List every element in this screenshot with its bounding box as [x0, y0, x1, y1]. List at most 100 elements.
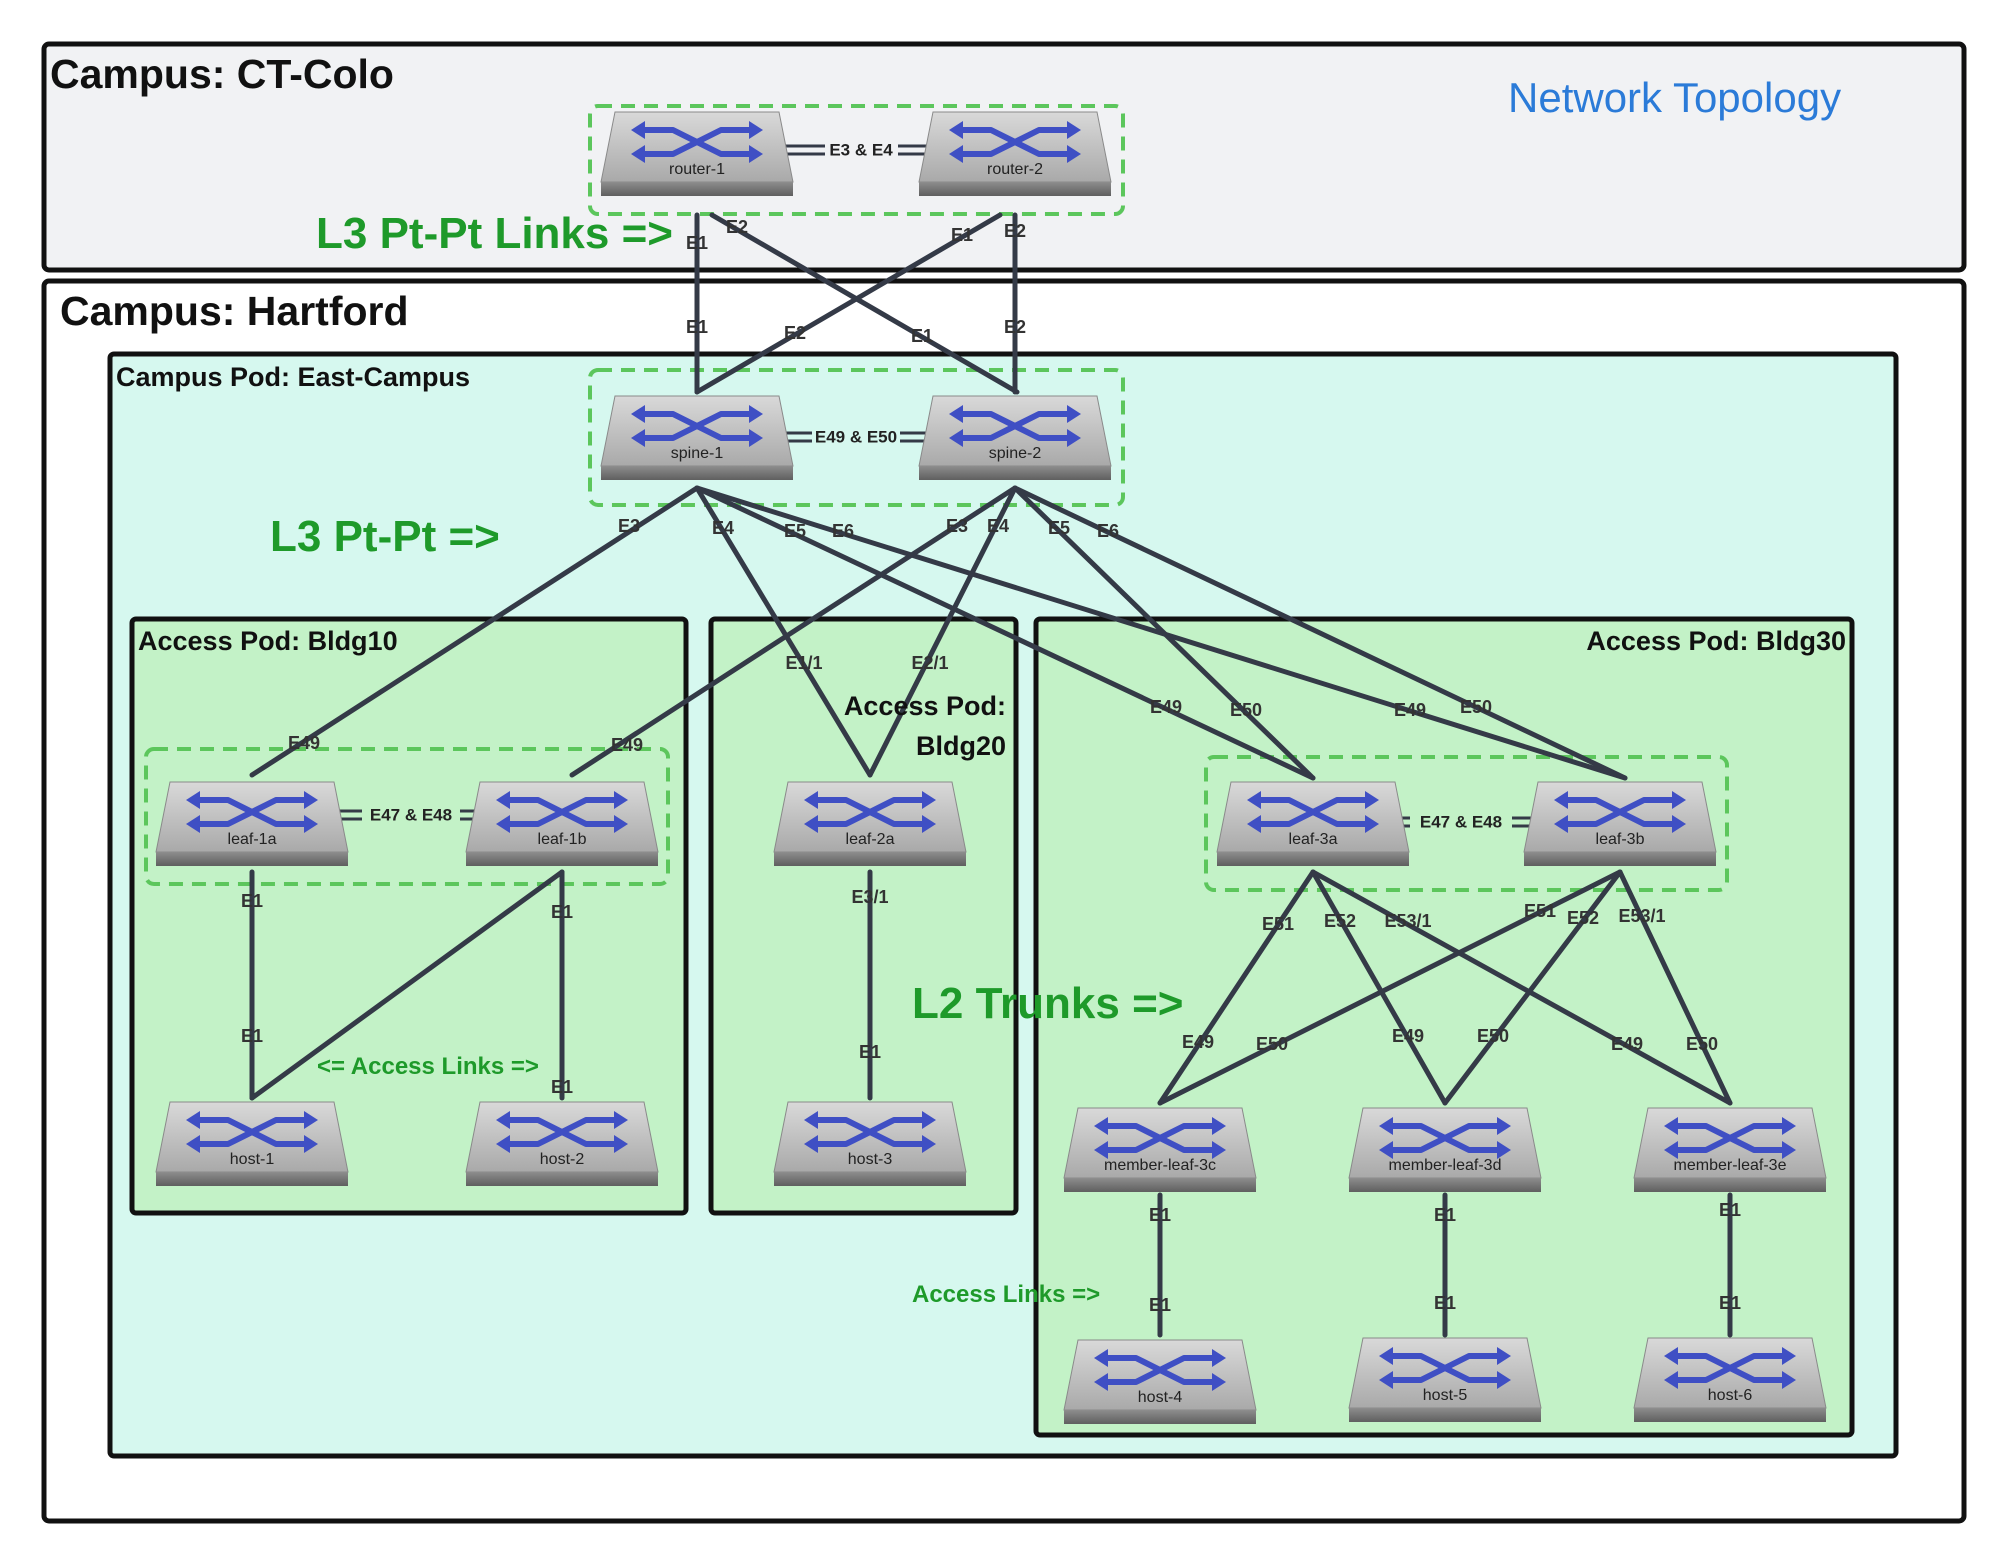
router-2[interactable]: router-2: [919, 112, 1111, 196]
port-label: E1: [241, 1026, 263, 1046]
link-l3a-m3d: [1310, 869, 1448, 1106]
access-pod-bldg10-box: [129, 616, 689, 1216]
port-label: E4: [987, 516, 1009, 536]
host-4-label: host-4: [1138, 1389, 1183, 1406]
host-5[interactable]: host-5: [1349, 1338, 1541, 1422]
leaf-2a-label: leaf-2a: [846, 831, 895, 848]
port-label: E49: [1392, 1026, 1424, 1046]
port-label: E49: [1611, 1034, 1643, 1054]
port-label: E1: [1719, 1293, 1741, 1313]
port-label: E2: [1004, 317, 1026, 337]
campus-hartford-title: Campus: Hartford: [60, 288, 409, 334]
member-leaf-3c[interactable]: member-leaf-3c: [1064, 1108, 1256, 1192]
port-label: E3/1: [851, 887, 888, 907]
link-s1-l2a: [694, 485, 873, 778]
port-label: E1: [1149, 1205, 1171, 1225]
host-6[interactable]: host-6: [1634, 1338, 1826, 1422]
leaf-1a-label: leaf-1a: [228, 831, 277, 848]
link-s1-l1a: [249, 485, 700, 778]
leaf-3b-label: leaf-3b: [1596, 831, 1645, 848]
port-label: E1: [1719, 1200, 1741, 1220]
member-leaf-3e[interactable]: member-leaf-3e: [1634, 1108, 1826, 1192]
host-1[interactable]: host-1: [156, 1102, 348, 1186]
port-label: E2: [726, 217, 748, 237]
link-l3b-m3c: [1157, 869, 1623, 1106]
port-label: E50: [1686, 1034, 1718, 1054]
access-pod-bldg10-title: Access Pod: Bldg10: [138, 626, 398, 656]
spine-2-label: spine-2: [989, 445, 1042, 462]
router-2-label: router-2: [987, 161, 1043, 178]
leaf-1b[interactable]: leaf-1b: [466, 782, 658, 866]
port-label: E50: [1230, 700, 1262, 720]
campus-colo-title: Campus: CT-Colo: [50, 51, 394, 97]
port-label: E4: [712, 518, 734, 538]
link-l3a-m3c: [1157, 869, 1316, 1106]
port-label: E50: [1477, 1026, 1509, 1046]
spine-1[interactable]: spine-1: [601, 396, 793, 480]
port-label: E5: [784, 521, 806, 541]
member-leaf-3d[interactable]: member-leaf-3d: [1349, 1108, 1541, 1192]
peer-link-labels: E3 & E4 E49 & E50 E47 & E48 E47 & E48: [370, 140, 1502, 831]
port-label: E1: [686, 233, 708, 253]
access-pod-bldg20-title-1: Access Pod:: [844, 691, 1006, 721]
leaf-1a[interactable]: leaf-1a: [156, 782, 348, 866]
note-l3-pt-pt: L3 Pt-Pt =>: [270, 512, 500, 561]
port-label: E50: [1256, 1034, 1288, 1054]
port-label: E51: [1262, 914, 1294, 934]
link-s2-l3b: [1012, 485, 1628, 781]
port-label: E2/1: [911, 653, 948, 673]
link-s2-l2a: [867, 485, 1018, 778]
peer-label-leaf1: E47 & E48: [370, 805, 452, 824]
member-leaf-3d-label: member-leaf-3d: [1389, 1157, 1502, 1174]
link-r1-s2: [709, 212, 1020, 395]
spine-1-label: spine-1: [671, 445, 724, 462]
link-l3b-m3e: [1617, 869, 1733, 1106]
link-l1b-h1: [249, 869, 565, 1101]
port-label: E51: [1524, 901, 1556, 921]
port-label: E1: [951, 225, 973, 245]
campus-pod-east-title: Campus Pod: East-Campus: [116, 362, 470, 392]
leaf-2a[interactable]: leaf-2a: [774, 782, 966, 866]
host-6-label: host-6: [1708, 1387, 1753, 1404]
access-pod-bldg20-box: [708, 616, 1019, 1216]
port-label: E49: [1182, 1032, 1214, 1052]
port-label: E53/1: [1618, 906, 1665, 926]
port-label: E49: [611, 735, 643, 755]
link-s2-l1b: [569, 485, 1018, 778]
host-5-label: host-5: [1423, 1387, 1468, 1404]
port-label: E1/1: [785, 653, 822, 673]
peer-label-leaf3: E47 & E48: [1420, 812, 1502, 831]
port-label: E5: [1048, 518, 1070, 538]
leaf1-pair-group: [144, 747, 670, 886]
member-leaf-3e-label: member-leaf-3e: [1674, 1157, 1787, 1174]
host-3[interactable]: host-3: [774, 1102, 966, 1186]
access-pod-bldg20-title-2: Bldg20: [916, 731, 1006, 761]
devices: router-1 router-2 spine-1 spine-2 leaf-1…: [156, 112, 1826, 1424]
diagram-title: Network Topology: [1508, 74, 1841, 121]
port-labels: E1 E2 E1 E2 E1 E2 E1 E2 E3 E4 E5 E6 E3 E…: [241, 217, 1741, 1315]
port-label: E1: [1149, 1295, 1171, 1315]
port-label: E1: [1434, 1293, 1456, 1313]
leaf-1b-label: leaf-1b: [538, 831, 587, 848]
port-label: E1: [241, 891, 263, 911]
note-access-links-right: Access Links =>: [912, 1281, 1100, 1308]
note-access-links-left: <= Access Links =>: [317, 1053, 539, 1080]
host-2[interactable]: host-2: [466, 1102, 658, 1186]
member-leaf-3c-label: member-leaf-3c: [1104, 1157, 1216, 1174]
port-label: E1: [911, 326, 933, 346]
leaf3-pair-group: [1204, 755, 1729, 892]
leaf-3a-label: leaf-3a: [1289, 831, 1338, 848]
router-1[interactable]: router-1: [601, 112, 793, 196]
port-label: E49: [1394, 700, 1426, 720]
port-label: E2: [1004, 221, 1026, 241]
note-l2-trunks: L2 Trunks =>: [912, 979, 1183, 1028]
port-label: E49: [288, 733, 320, 753]
leaf-3a[interactable]: leaf-3a: [1217, 782, 1409, 866]
spine-pair-group: [588, 368, 1125, 507]
port-label: E1: [551, 902, 573, 922]
leaf-3b[interactable]: leaf-3b: [1524, 782, 1716, 866]
peer-label-spines: E49 & E50: [815, 427, 897, 446]
spine-2[interactable]: spine-2: [919, 396, 1111, 480]
link-r2-s1: [694, 212, 1003, 395]
host-4[interactable]: host-4: [1064, 1340, 1256, 1424]
